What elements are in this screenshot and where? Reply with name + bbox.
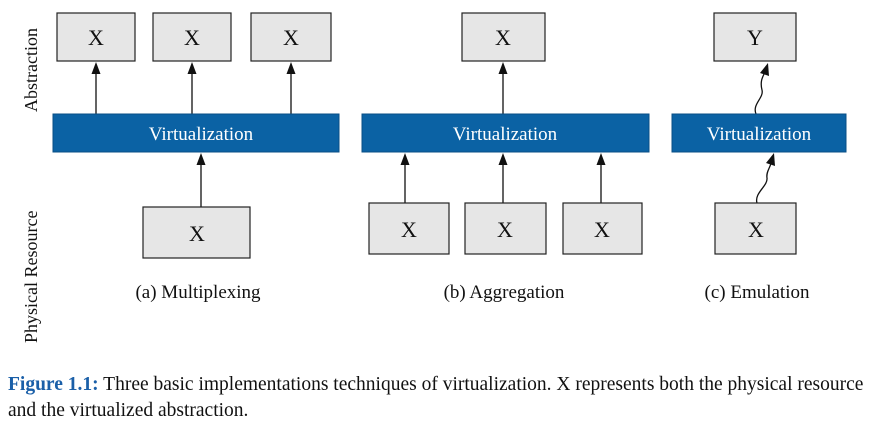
physical-resource-box: X bbox=[464, 202, 547, 255]
physical-resource-box: X bbox=[562, 202, 643, 255]
box-label: X bbox=[497, 217, 513, 242]
virtualization-bar: Virtualization bbox=[52, 113, 340, 153]
virtualization-label: Virtualization bbox=[707, 124, 812, 145]
virtualization-label: Virtualization bbox=[149, 124, 254, 145]
panel-aggregation: X Virtualization X X bbox=[361, 12, 650, 303]
up-arrow bbox=[400, 153, 410, 203]
box-label: X bbox=[184, 25, 200, 50]
physical-resource-box: X bbox=[714, 202, 797, 255]
box-label: X bbox=[495, 25, 511, 50]
up-arrow bbox=[596, 153, 606, 203]
box-label: X bbox=[189, 221, 205, 246]
abstraction-box: X bbox=[152, 12, 232, 62]
physical-resource-axis-label: Physical Resource bbox=[21, 211, 41, 343]
physical-resource-box: X bbox=[368, 202, 450, 255]
wavy-up-arrow bbox=[754, 63, 769, 115]
abstraction-box: X bbox=[461, 12, 546, 62]
panel-multiplexing: X X X Virtualization bbox=[52, 12, 340, 303]
abstraction-box: X bbox=[56, 12, 136, 62]
virtualization-label: Virtualization bbox=[453, 124, 558, 145]
box-label: X bbox=[283, 25, 299, 50]
up-arrow bbox=[498, 62, 508, 114]
virtualization-diagram: Abstraction Physical Resource X X X bbox=[21, 12, 847, 343]
up-arrow bbox=[286, 62, 296, 114]
figure-label: Figure 1.1: bbox=[8, 374, 99, 395]
panel-caption: (b) Aggregation bbox=[444, 282, 565, 303]
virtualization-bar: Virtualization bbox=[361, 113, 650, 153]
figure-caption: Figure 1.1: Three basic implementations … bbox=[8, 372, 864, 424]
abstraction-axis-label: Abstraction bbox=[21, 28, 41, 112]
up-arrow bbox=[91, 62, 101, 114]
panel-caption: (a) Multiplexing bbox=[135, 282, 261, 303]
wavy-up-arrow bbox=[755, 153, 775, 204]
abstraction-box: X bbox=[250, 12, 332, 62]
box-label: X bbox=[401, 217, 417, 242]
box-label: X bbox=[594, 217, 610, 242]
box-label: X bbox=[88, 25, 104, 50]
panel-emulation: Y Virtualization X (c) Emulation bbox=[671, 12, 847, 303]
physical-resource-box: X bbox=[142, 206, 251, 259]
panel-caption: (c) Emulation bbox=[705, 282, 810, 303]
box-label: X bbox=[748, 217, 764, 242]
up-arrow bbox=[187, 62, 197, 114]
up-arrow bbox=[196, 153, 206, 207]
virtualization-bar: Virtualization bbox=[671, 113, 847, 153]
up-arrow bbox=[498, 153, 508, 203]
abstraction-box: Y bbox=[713, 12, 797, 62]
box-label: Y bbox=[747, 25, 763, 50]
figure-caption-text: Three basic implementations techniques o… bbox=[8, 374, 864, 421]
